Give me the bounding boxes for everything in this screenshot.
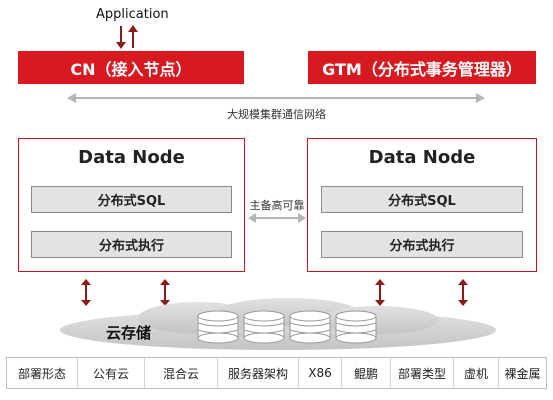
data-node-left: Data Node 分布式SQL 分布式执行 xyxy=(18,138,245,272)
data-node-right: Data Node 分布式SQL 分布式执行 xyxy=(307,138,537,272)
distributed-sql-left: 分布式SQL xyxy=(31,186,232,213)
public-cloud-cell: 公有云 xyxy=(78,358,145,388)
deploy-type-label: 部署类型 xyxy=(391,358,454,388)
cn-access-node-bar: CN（接入节点） xyxy=(18,51,244,84)
kunpeng-cell: 鲲鹏 xyxy=(342,358,391,388)
ha-label: 主备高可靠 xyxy=(249,199,305,212)
x86-cell: X86 xyxy=(299,358,342,388)
data-node-right-title: Data Node xyxy=(368,147,476,168)
hybrid-cloud-cell: 混合云 xyxy=(145,358,218,388)
network-label: 大规模集群通信网络 xyxy=(227,108,326,121)
data-node-left-title: Data Node xyxy=(78,147,185,168)
application-label: Application xyxy=(96,7,169,22)
network-double-arrow-icon xyxy=(67,93,485,103)
ha-double-arrow-icon xyxy=(248,213,306,223)
distributed-exec-right: 分布式执行 xyxy=(321,231,523,258)
deploy-form-label: 部署形态 xyxy=(7,358,78,388)
application-arrows-icon xyxy=(116,25,138,49)
deployment-bar: 部署形态 公有云 混合云 服务器架构 X86 鲲鹏 部署类型 虚机 裸金属 xyxy=(6,357,547,389)
distributed-exec-left: 分布式执行 xyxy=(31,231,232,258)
bare-metal-cell: 裸金属 xyxy=(504,366,541,381)
storage-arrows-icon xyxy=(81,279,468,306)
cloud-storage-icon xyxy=(60,298,496,350)
distributed-sql-right: 分布式SQL xyxy=(321,186,523,213)
vm-cell: 虚机 xyxy=(454,358,499,388)
gtm-transaction-manager-bar: GTM（分布式事务管理器） xyxy=(308,51,536,84)
server-arch-label: 服务器架构 xyxy=(218,358,299,388)
cloud-storage-label: 云存储 xyxy=(106,324,152,342)
